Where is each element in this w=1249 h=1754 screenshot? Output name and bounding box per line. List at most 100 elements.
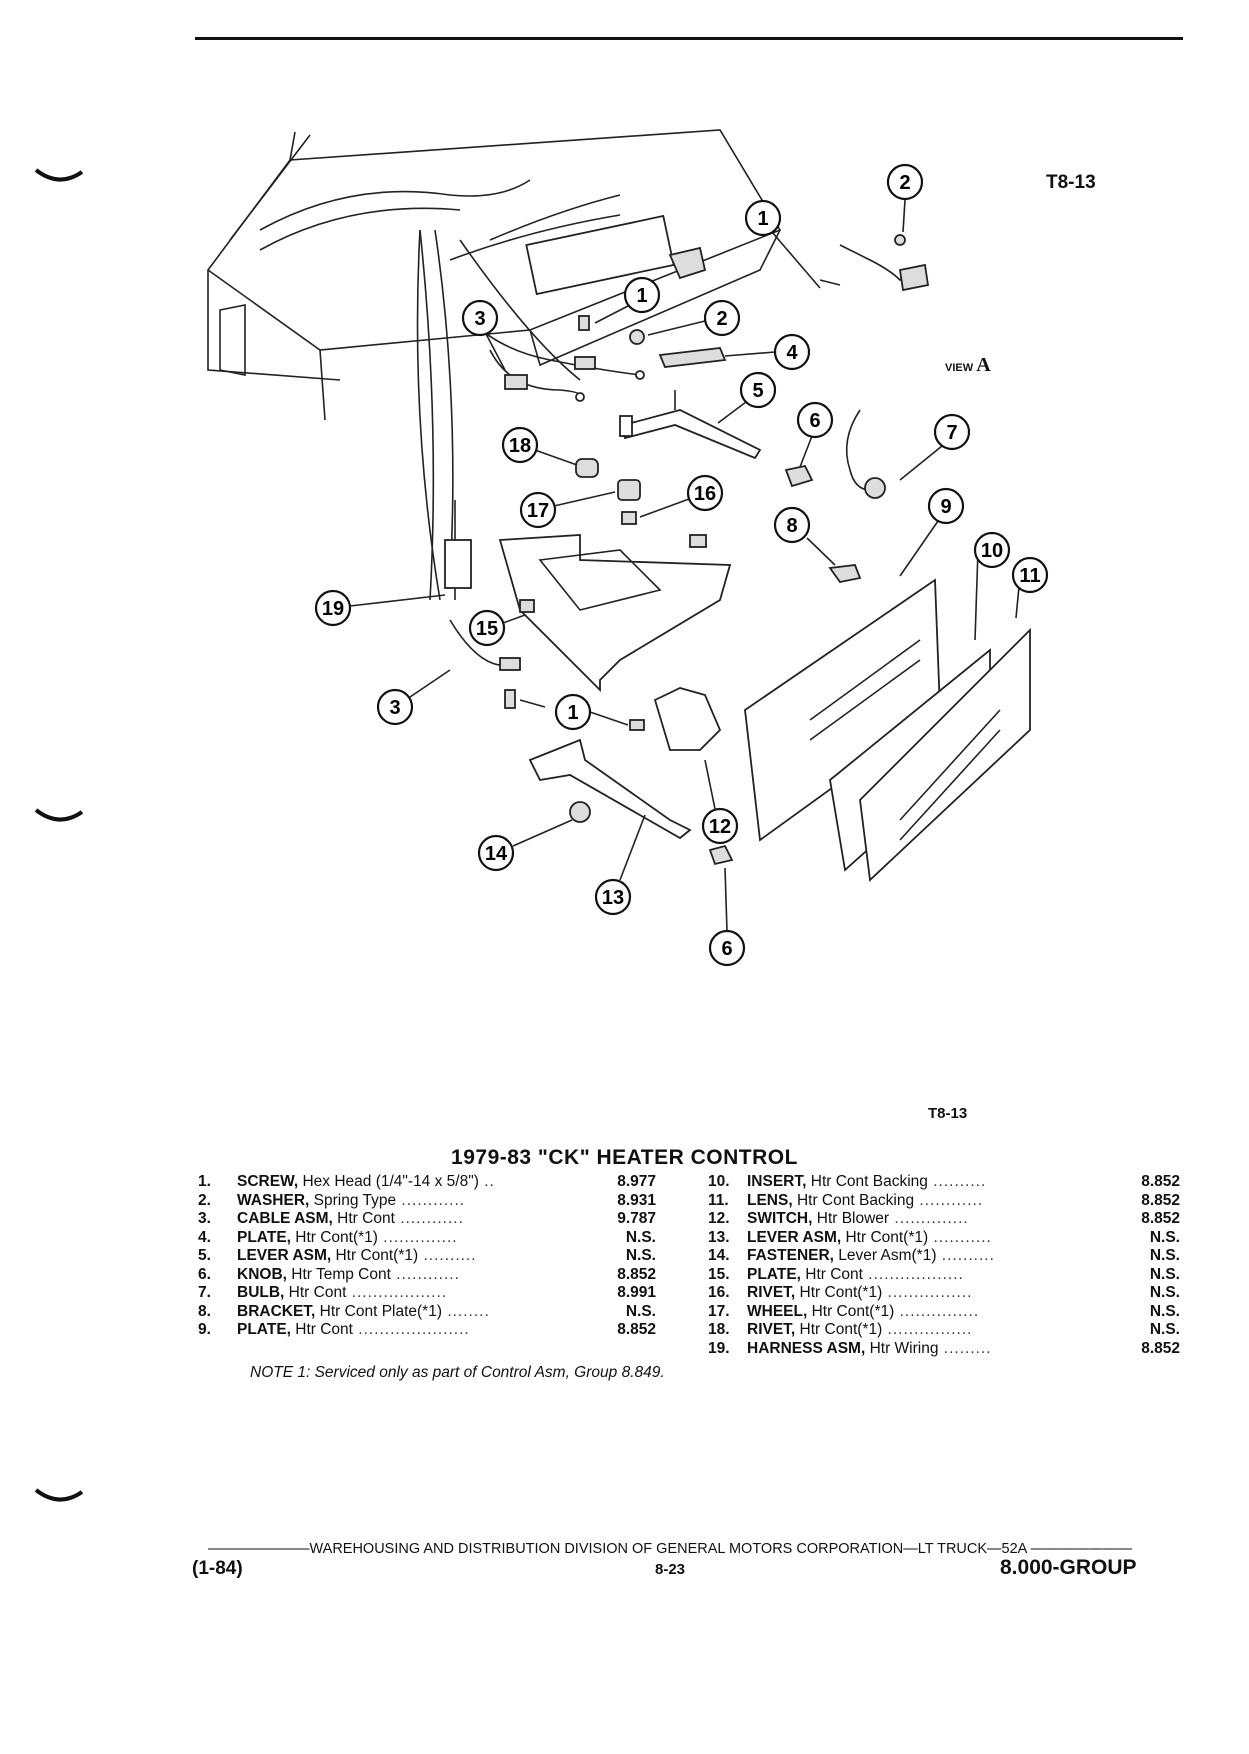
footnote: NOTE 1: Serviced only as part of Control… bbox=[250, 1364, 665, 1381]
item-group-ref: N.S. bbox=[1149, 1228, 1180, 1246]
view-letter: A bbox=[976, 354, 991, 376]
item-number: 11. bbox=[708, 1191, 729, 1209]
item-description: FASTENER, Lever Asm(*1) .......... bbox=[747, 1247, 995, 1265]
item-detail: Htr Blower bbox=[812, 1210, 890, 1227]
item-detail: Htr Wiring bbox=[865, 1339, 939, 1357]
callout-6-lower: 6 bbox=[721, 938, 732, 960]
item-number: 14. bbox=[708, 1247, 730, 1264]
item-leader-dots: .................. bbox=[862, 1265, 964, 1283]
item-name: PLATE, bbox=[747, 1265, 801, 1283]
parts-list-item: 4.PLATE, Htr Cont(*1) ..............N.S. bbox=[198, 1229, 658, 1248]
figure-code-top: T8-13 bbox=[1046, 172, 1096, 193]
parts-list-item: 15.PLATE, Htr Cont ..................N.S… bbox=[708, 1266, 1180, 1285]
item-group-ref: 9.787 bbox=[617, 1210, 656, 1227]
item-number: 16. bbox=[708, 1284, 730, 1301]
item-detail: Htr Cont bbox=[290, 1321, 353, 1338]
item-name: LEVER ASM, bbox=[747, 1228, 842, 1246]
item-group-ref: N.S. bbox=[625, 1247, 656, 1264]
item-description: HARNESS ASM, Htr Wiring ......... bbox=[747, 1340, 992, 1358]
parts-list-item: 10.INSERT, Htr Cont Backing ..........8.… bbox=[708, 1173, 1180, 1192]
item-number: 17. bbox=[708, 1302, 730, 1320]
callout-10: 10 bbox=[981, 540, 1003, 562]
item-detail: Htr Cont(*1) bbox=[290, 1228, 378, 1246]
callout-9: 9 bbox=[940, 496, 951, 518]
item-group-ref: N.S. bbox=[1149, 1321, 1180, 1338]
item-group-ref: 8.852 bbox=[1141, 1339, 1180, 1357]
item-leader-dots: ................ bbox=[882, 1321, 973, 1338]
item-name: SWITCH, bbox=[747, 1210, 813, 1227]
cable-3-upper bbox=[469, 319, 645, 402]
item-detail: Htr Cont(*1) bbox=[795, 1321, 883, 1338]
callout-16: 16 bbox=[694, 483, 716, 505]
parts-list-left: 1.SCREW, Hex Head (1/4"-14 x 5/8") ..8.9… bbox=[198, 1173, 658, 1340]
parts-list-item: 6.KNOB, Htr Temp Cont ............8.852 bbox=[198, 1266, 658, 1285]
plate-4 bbox=[658, 347, 727, 368]
item-leader-dots: .. bbox=[478, 1173, 495, 1190]
item-group-ref: 8.852 bbox=[617, 1321, 656, 1338]
item-description: LENS, Htr Cont Backing ............ bbox=[747, 1192, 983, 1210]
rivet-16 bbox=[621, 511, 637, 525]
item-leader-dots: .................. bbox=[346, 1284, 448, 1301]
callout-1-view-a: 1 bbox=[757, 208, 768, 230]
item-description: WHEEL, Htr Cont(*1) ............... bbox=[747, 1303, 979, 1321]
item-number: 8. bbox=[198, 1302, 211, 1320]
item-detail: Htr Cont(*1) bbox=[795, 1284, 883, 1301]
item-leader-dots: ............ bbox=[394, 1210, 464, 1227]
binder-hole-mark bbox=[34, 1488, 84, 1502]
item-description: CABLE ASM, Htr Cont ............ bbox=[237, 1210, 464, 1228]
callout-5: 5 bbox=[752, 380, 763, 402]
screw-1-lower-b bbox=[629, 719, 645, 731]
callout-2-view-a: 2 bbox=[899, 172, 910, 194]
item-name: RIVET, bbox=[747, 1321, 796, 1338]
item-description: LEVER ASM, Htr Cont(*1) .......... bbox=[237, 1247, 477, 1265]
item-name: PLATE, bbox=[237, 1321, 291, 1338]
item-number: 3. bbox=[198, 1210, 211, 1227]
item-name: KNOB, bbox=[237, 1265, 287, 1283]
item-leader-dots: ........ bbox=[442, 1302, 490, 1320]
screw-1-mid bbox=[689, 534, 707, 548]
callout-1: 1 bbox=[636, 285, 647, 307]
view-label-text: VIEW bbox=[945, 362, 974, 374]
parts-list-item: 3. CABLE ASM, Htr Cont ............ 9.787 bbox=[198, 1210, 658, 1229]
item-name: FASTENER, bbox=[747, 1247, 834, 1264]
switch-12 bbox=[653, 687, 722, 751]
item-leader-dots: ......... bbox=[938, 1339, 992, 1357]
item-group-ref: 8.852 bbox=[1141, 1173, 1180, 1190]
item-name: BRACKET, bbox=[237, 1302, 316, 1320]
item-group-ref: 8.852 bbox=[617, 1265, 656, 1283]
callout-8: 8 bbox=[786, 515, 797, 537]
item-name: LEVER ASM, bbox=[237, 1247, 332, 1264]
item-number: 19. bbox=[708, 1339, 730, 1357]
item-name: BULB, bbox=[237, 1284, 285, 1301]
binder-hole-mark bbox=[34, 168, 84, 182]
item-number: 6. bbox=[198, 1265, 211, 1283]
item-leader-dots: ................ bbox=[882, 1284, 973, 1301]
exploded-parts-diagram: 2 1 1 2 3 4 5 6 7 18 17 16 8 9 10 11 19 … bbox=[200, 120, 1180, 1080]
item-detail: Htr Cont(*1) bbox=[331, 1247, 419, 1264]
publisher-line: ———————WAREHOUSING AND DISTRIBUTION DIVI… bbox=[208, 1541, 1133, 1557]
item-description: PLATE, Htr Cont ..................... bbox=[237, 1321, 470, 1339]
parts-list-item: 13.LEVER ASM, Htr Cont(*1) ...........N.… bbox=[708, 1229, 1180, 1248]
item-number: 10. bbox=[708, 1173, 730, 1190]
top-rule bbox=[195, 37, 1183, 40]
view-label: VIEW A bbox=[945, 354, 991, 377]
wheel-17 bbox=[617, 479, 641, 501]
callout-7: 7 bbox=[946, 422, 957, 444]
item-name: INSERT, bbox=[747, 1173, 807, 1190]
item-detail: Htr Cont bbox=[800, 1265, 863, 1283]
parts-list-item: 18.RIVET, Htr Cont(*1) ................N… bbox=[708, 1321, 1180, 1340]
harness-19-connector bbox=[444, 539, 472, 589]
item-detail: Htr Cont bbox=[332, 1210, 395, 1227]
parts-list-item: 5.LEVER ASM, Htr Cont(*1) ..........N.S. bbox=[198, 1247, 658, 1266]
item-name: WHEEL, bbox=[747, 1302, 808, 1320]
screw-1-lower bbox=[504, 689, 516, 709]
item-name: CABLE ASM, bbox=[237, 1210, 333, 1227]
item-detail: Htr Temp Cont bbox=[286, 1265, 391, 1283]
item-detail: Htr Cont Backing bbox=[792, 1191, 915, 1209]
item-name: PLATE, bbox=[237, 1228, 291, 1246]
callout-19: 19 bbox=[322, 598, 344, 620]
knob-6-lower bbox=[708, 844, 734, 866]
item-name: WASHER, bbox=[237, 1191, 310, 1209]
parts-list-right: 10.INSERT, Htr Cont Backing ..........8.… bbox=[708, 1173, 1180, 1358]
item-group-ref: N.S. bbox=[1149, 1247, 1180, 1264]
